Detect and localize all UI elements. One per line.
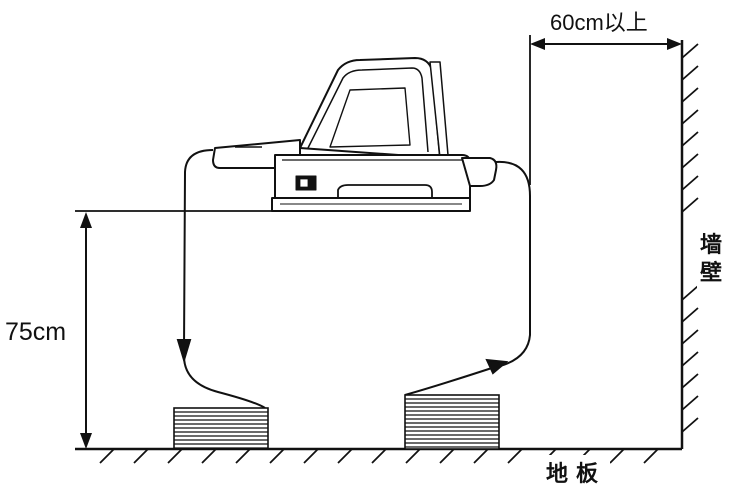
hatch-mark — [681, 329, 699, 345]
hatch-mark — [681, 351, 699, 367]
arrow-head-icon — [667, 38, 682, 50]
front-feed-curve — [404, 365, 499, 396]
floor-label-char: 地 — [546, 462, 568, 487]
hatch-mark — [133, 448, 149, 464]
hatch-mark — [681, 109, 699, 125]
hatch-mark — [681, 43, 699, 59]
hatch-mark — [609, 448, 625, 464]
wall-hatch — [681, 43, 699, 433]
arrow-head-icon — [176, 339, 192, 364]
hatch-mark — [681, 285, 699, 301]
hatch-mark — [507, 448, 523, 464]
hatch-mark — [681, 417, 699, 433]
front-paper-path — [495, 160, 531, 367]
printer-icon — [212, 57, 498, 212]
hatch-mark — [681, 197, 699, 213]
paper-stack-icon — [404, 394, 500, 450]
rear-paper-path — [183, 149, 214, 351]
arrow-head-icon — [530, 38, 545, 50]
hatch-mark — [681, 131, 699, 147]
hatch-mark — [235, 448, 251, 464]
floor-label-char: 板 — [576, 462, 599, 487]
hatch-mark — [681, 87, 699, 103]
hatch-mark — [681, 307, 699, 323]
hatch-mark — [303, 448, 319, 464]
hatch-mark — [681, 395, 699, 411]
hatch-mark — [269, 448, 285, 464]
hatch-mark — [167, 448, 183, 464]
wall — [680, 40, 699, 449]
hatch-mark — [337, 448, 353, 464]
hatch-mark — [371, 448, 387, 464]
paper-stack-icon — [173, 407, 269, 450]
wall-label-char: 壁 — [700, 260, 722, 286]
hatch-mark — [681, 65, 699, 81]
rear-feed-curve — [183, 355, 266, 409]
hatch-mark — [99, 448, 115, 464]
hatch-mark — [201, 448, 217, 464]
height-label: 75cm — [5, 318, 66, 346]
paper-path — [176, 149, 531, 409]
hatch-mark — [681, 153, 699, 169]
height-dimension: 75cm — [0, 212, 92, 449]
floor-hatch — [99, 448, 659, 464]
hatch-mark — [439, 448, 455, 464]
hatch-mark — [681, 373, 699, 389]
hatch-mark — [643, 448, 659, 464]
hatch-mark — [681, 175, 699, 191]
clearance-label: 60cm以上 — [550, 10, 648, 35]
arrow-head-icon — [80, 212, 92, 228]
clearance-dimension: 60cm以上 — [529, 10, 682, 185]
floor-label: 地 板 — [540, 455, 610, 487]
wall-label: 墙 壁 — [697, 226, 727, 288]
arrow-head-icon — [485, 358, 509, 375]
hatch-mark — [473, 448, 489, 464]
wall-label-char: 墙 — [700, 233, 722, 258]
arrow-head-icon — [80, 433, 92, 449]
hatch-mark — [405, 448, 421, 464]
